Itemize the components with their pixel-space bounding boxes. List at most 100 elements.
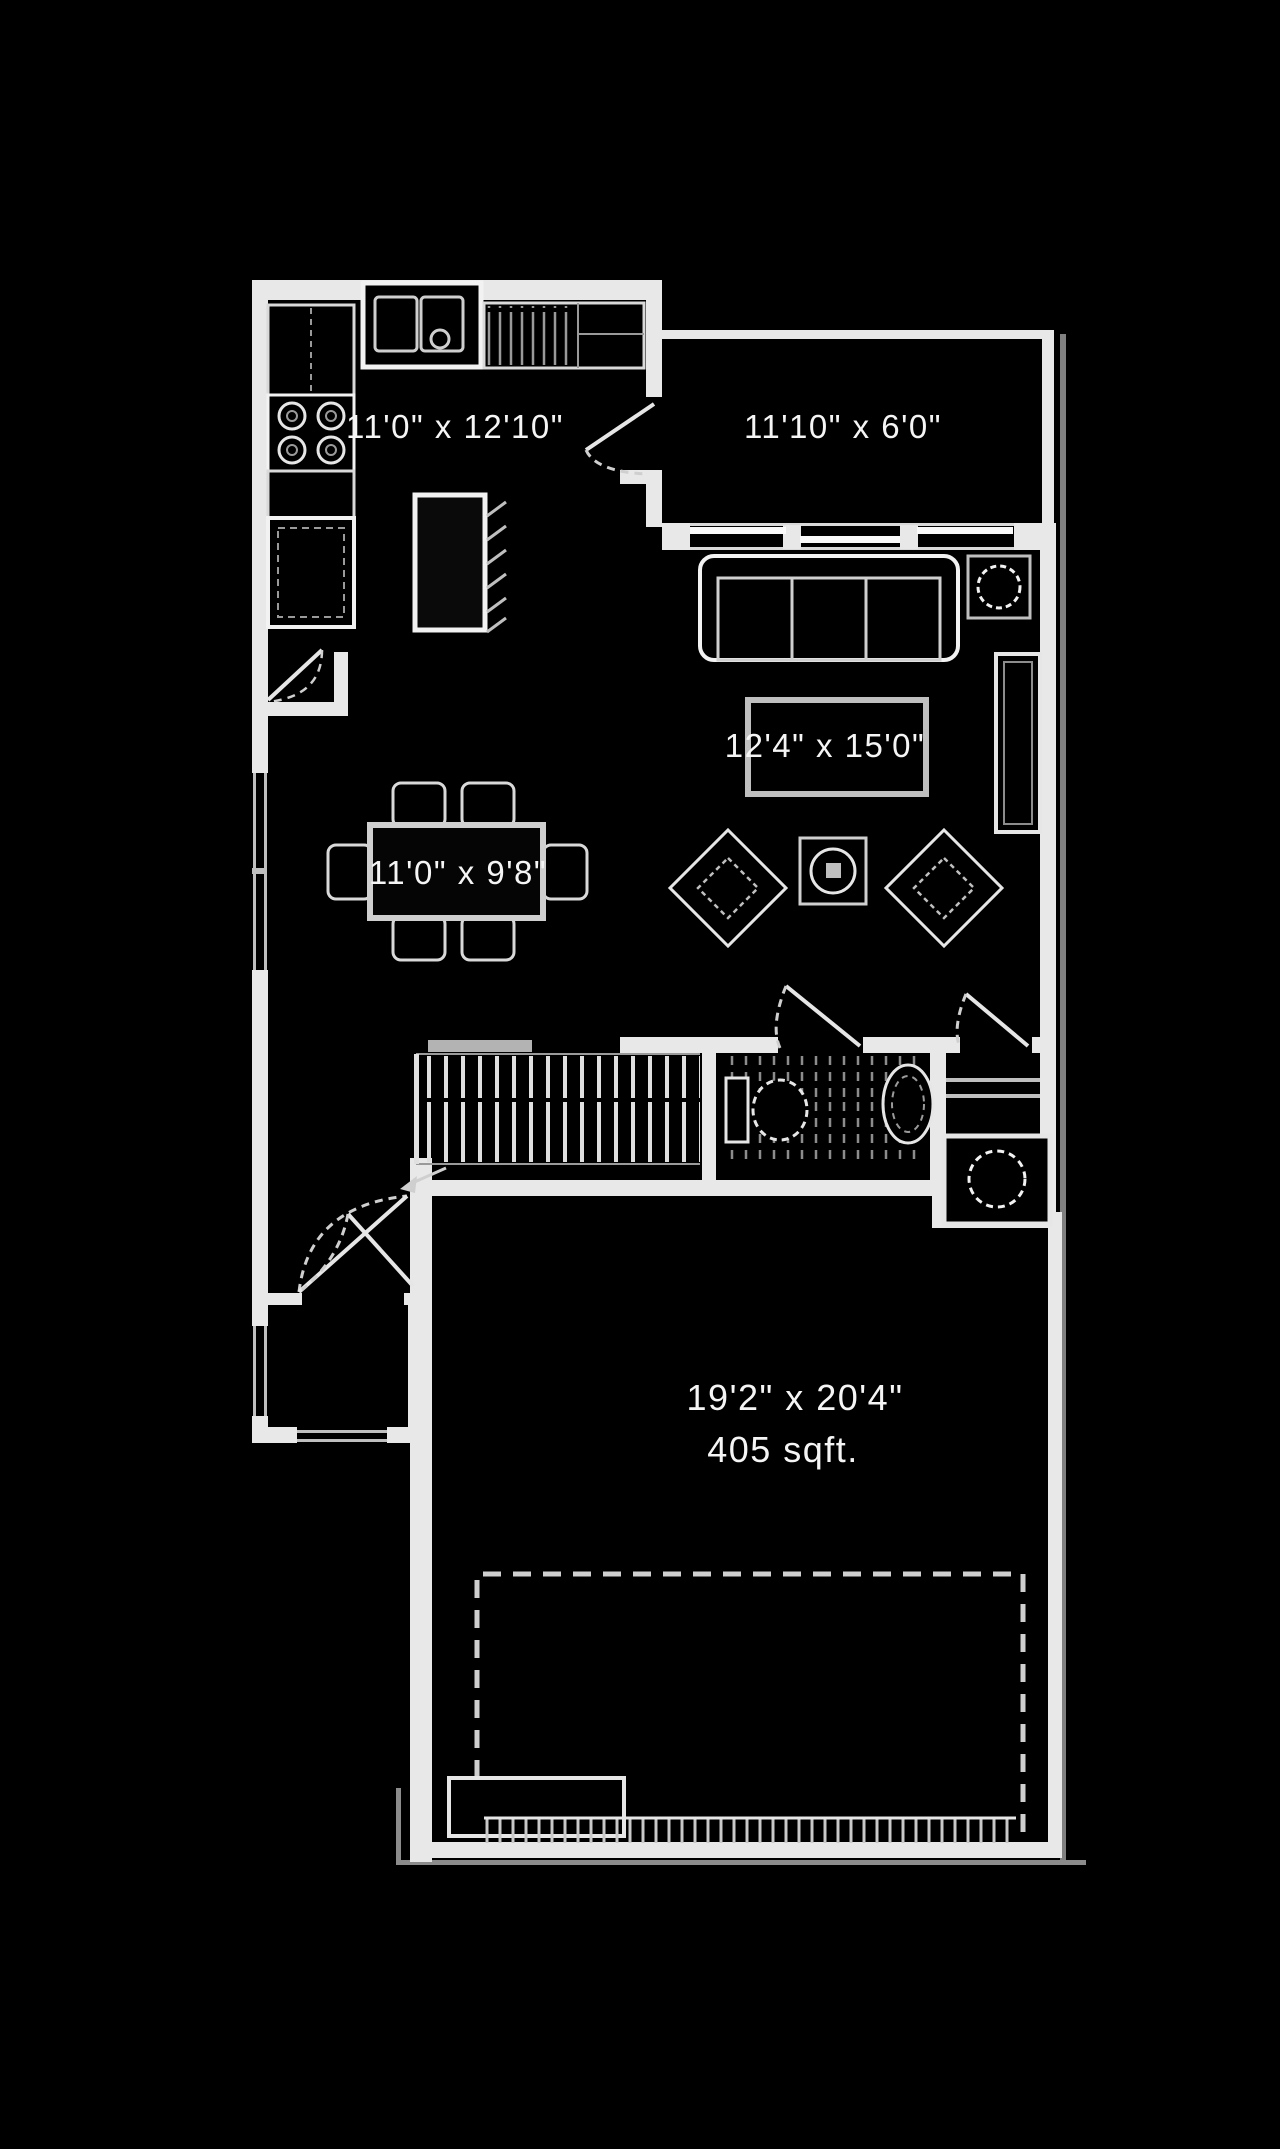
bottom-left-shadow-line bbox=[396, 1788, 401, 1862]
armchair bbox=[883, 827, 1005, 949]
porch-window-bottom-outer bbox=[297, 1430, 387, 1433]
bottom-shadow-line bbox=[396, 1860, 1086, 1865]
coffee-table bbox=[745, 697, 929, 797]
wall-right bbox=[1040, 523, 1056, 1213]
stair-treads bbox=[418, 1056, 700, 1162]
living-room bbox=[667, 554, 1042, 949]
bathroom-door-leaf bbox=[784, 984, 862, 1048]
stair-end-cap bbox=[414, 1054, 419, 1164]
staircase bbox=[400, 1040, 700, 1193]
wall-garage-left bbox=[410, 1158, 432, 1862]
pantry-door-swing-arc bbox=[267, 649, 324, 704]
dining-table bbox=[367, 822, 546, 921]
bathroom-sink-basin bbox=[891, 1075, 925, 1133]
wall-kitchen-right-stub bbox=[620, 470, 662, 484]
sink-basin-left bbox=[373, 295, 419, 353]
wall-band-bottom bbox=[432, 1180, 932, 1196]
dining-chair bbox=[326, 843, 374, 901]
bathroom-door-swing-arc bbox=[774, 985, 788, 1049]
kitchen-dimensions-label: 11'0" x 12'10" bbox=[346, 408, 564, 445]
deck-dimensions-label: 11'10" x 6'0" bbox=[744, 408, 942, 445]
sink-faucet bbox=[429, 328, 451, 350]
room-labels: 11'0" x 12'10" 11'10" x 6'0" 12'4" x 15'… bbox=[346, 408, 942, 1470]
pantry-wall-stub bbox=[334, 652, 348, 716]
entry-door-leaf-second bbox=[346, 1212, 415, 1288]
burner bbox=[277, 401, 307, 431]
dining-chair bbox=[460, 914, 516, 962]
sliding-door-post bbox=[1014, 523, 1042, 550]
garage-dimensions-label: 19'2" x 20'4" bbox=[687, 1377, 904, 1418]
wall-garage-bottom bbox=[410, 1842, 1062, 1858]
sofa bbox=[698, 554, 960, 662]
wall-left-upper bbox=[252, 280, 268, 773]
kitchen-island bbox=[412, 492, 488, 633]
dining-chair bbox=[391, 914, 447, 962]
garage-area-label: 405 sqft. bbox=[707, 1429, 859, 1470]
media-console-inner bbox=[1003, 661, 1033, 825]
dining-area bbox=[326, 781, 589, 962]
stair-handrail bbox=[428, 1040, 532, 1052]
kitchen-deck-door-leaf bbox=[584, 402, 656, 452]
burner bbox=[277, 435, 307, 465]
wall-kitchen-right-upper bbox=[646, 280, 662, 397]
closets bbox=[941, 1078, 1053, 1227]
parking-space-outline bbox=[474, 1571, 1026, 1838]
porch-window-left-inner bbox=[264, 1326, 267, 1416]
closet-shelf bbox=[946, 1078, 1040, 1082]
burner-center bbox=[286, 444, 298, 456]
wall-band-top-right bbox=[1032, 1037, 1056, 1053]
left-window-mullion bbox=[252, 868, 267, 874]
toilet-tank bbox=[724, 1076, 750, 1144]
walls bbox=[252, 280, 1086, 1865]
wall-left-lower bbox=[252, 970, 268, 1300]
wall-band-top-mid bbox=[863, 1037, 960, 1053]
burner-center bbox=[325, 444, 337, 456]
entry bbox=[297, 1194, 415, 1294]
refrigerator-inner bbox=[277, 527, 345, 618]
burner bbox=[316, 401, 346, 431]
dining-dimensions-label: 11'0" x 9'8" bbox=[369, 854, 547, 891]
hall-doors bbox=[774, 984, 1030, 1049]
pantry-wall bbox=[252, 702, 348, 716]
deck-rail-right bbox=[1042, 330, 1054, 530]
wall-garage-right bbox=[1048, 1213, 1062, 1858]
pantry-door-leaf bbox=[266, 648, 324, 702]
wall-band-top-left bbox=[620, 1037, 778, 1053]
porch-window-bottom-inner bbox=[297, 1439, 387, 1442]
sliding-door-post bbox=[900, 525, 918, 549]
armchair-cushion bbox=[912, 856, 976, 920]
island-stool-hatch bbox=[486, 500, 507, 634]
garage bbox=[447, 1571, 1026, 1843]
refrigerator bbox=[266, 516, 356, 629]
end-table-center bbox=[826, 863, 841, 878]
side-table-plant bbox=[976, 564, 1022, 610]
entry-door-swing-arc-second bbox=[301, 1213, 350, 1292]
armchair bbox=[667, 827, 789, 949]
wall-porch-left-upper bbox=[252, 1300, 268, 1326]
closet-door-swing-arc bbox=[955, 993, 968, 1049]
sliding-door-track-top bbox=[662, 523, 1042, 526]
deck-rail-top bbox=[662, 330, 1054, 339]
kitchen-deck-door-swing-arc bbox=[584, 449, 649, 476]
counter-upper bbox=[266, 303, 356, 397]
sofa-seat bbox=[716, 576, 942, 662]
dining-chair bbox=[391, 781, 447, 829]
garage-door-hatch bbox=[484, 1819, 1016, 1843]
dishwasher-hatch bbox=[487, 306, 575, 365]
dining-chair bbox=[541, 843, 589, 901]
entry-door-swing-arc bbox=[297, 1194, 408, 1293]
media-console bbox=[994, 652, 1042, 834]
sliding-glass-panel bbox=[917, 527, 1013, 534]
sliding-glass-panel bbox=[800, 536, 900, 543]
burner-center bbox=[325, 410, 337, 422]
end-table-circle bbox=[809, 847, 857, 895]
wall-porch-right bbox=[408, 1300, 430, 1443]
bathroom bbox=[720, 1056, 935, 1162]
sliding-door-post bbox=[662, 523, 690, 550]
closet-door-leaf bbox=[964, 992, 1030, 1048]
armchair-cushion bbox=[696, 856, 760, 920]
closet-shelf bbox=[946, 1094, 1040, 1098]
kitchen bbox=[252, 280, 646, 716]
